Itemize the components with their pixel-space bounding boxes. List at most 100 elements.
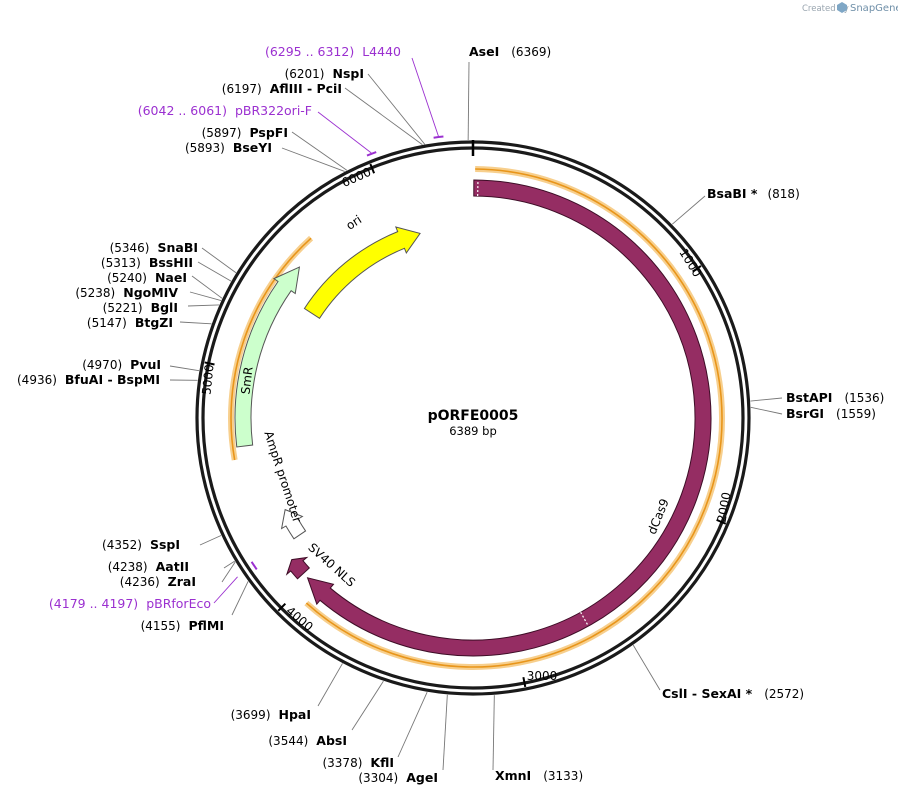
ruler-tick-2 [716,518,727,525]
svg-text:BstAPI(1536)[interactable]: BstAPI (1536) [786,390,884,405]
primer-leader-0 [411,57,439,137]
site-agei: AgeI [406,770,438,785]
feature-arc-sv40-nls [285,556,311,580]
svg-text:(5346)SnaBI[interactable]: (5346)SnaBI [110,240,198,255]
site-leader-7 [397,692,428,758]
site-bstapi: BstAPI [786,390,832,405]
site-aatii: AatII [156,559,189,574]
svg-text:(4238)AatII[interactable]: (4238) AatII [108,559,189,574]
site-bstapi-pos: (1536) [844,391,884,405]
site-leader-0 [467,61,470,141]
ruler-tick-5 [204,361,215,366]
svg-text:(5893)BseYI[interactable]: (5893)BseYI [185,140,272,155]
site-bgli-pos: (5221) [103,301,143,315]
site-pvui-pos: (4970) [82,358,122,372]
primer-leader-2 [213,576,238,604]
svg-text:(6197)AflIII - PciI[interactable]: (6197)AflIII - PciI [222,81,342,96]
site-leader-8 [351,680,384,731]
svg-text:CslI - SexAI *(2572)[interactable]: CslI - SexAI *(2572) [662,686,804,701]
primer-pbr322ori-f: pBR322ori-F [235,103,312,118]
site-zrai: ZraI [168,574,196,589]
feature-label-ori[interactable]: ori [343,213,364,233]
site-leader-12 [223,560,235,569]
site-ngomiv: NgoMIV [123,285,178,300]
site-btgzi-pos: (5147) [87,316,127,330]
site-leader-15 [169,365,200,372]
feature-arc-ampr-promoter [280,508,307,540]
site-leader-5 [492,695,495,771]
svg-text:(3304)AgeI[interactable]: (3304) AgeI [358,770,438,785]
site-pspfi: PspFI [249,125,288,140]
site-aatii-pos: (4238) [108,560,148,574]
ruler-label-5000: 5000 [199,364,216,396]
ruler-tick-4 [277,602,287,612]
svg-text:XmnI(3133)[interactable]: XmnI(3133) [495,768,583,783]
credit-prefix: Created by [802,4,849,14]
site-leader-16 [179,321,212,325]
site-leader-17 [187,304,220,307]
ruler-label-3000: 3000 [527,669,558,683]
site-leader-19 [191,275,223,299]
svg-text:AseI(6369)[interactable]: AseI(6369) [469,44,551,59]
site-bsabi: BsaBI * [707,186,758,201]
feature-label-smr[interactable]: SmR [238,366,255,395]
site-leader-1 [672,195,706,225]
site-pspfi-pos: (5897) [202,126,242,140]
credit-brand: SnapGene [850,3,898,14]
svg-text:(6201)NspI[interactable]: (6201)NspI [285,66,364,81]
site-bsrgi-pos: (1559) [836,407,876,421]
plasmid-name: pORFE0005 [428,408,519,424]
svg-text:(5313)BssHII[interactable]: (5313)BssHII [101,255,193,270]
site-leader-2 [750,397,783,402]
site-bsshii: BssHII [149,255,193,270]
svg-text:(5221)BglI[interactable]: (5221) BglI [103,300,178,315]
ruler-tick-3 [522,676,527,688]
svg-text:(5897)PspFI[interactable]: (5897) PspFI [202,125,288,140]
site-csli-sexai: CslI - SexAI * [662,686,753,701]
svg-text:(4236)ZraI[interactable]: (4236)ZraI [120,574,196,589]
primer-leader-1 [317,111,372,154]
orf-line-smr [230,237,312,461]
svg-text:(4179 .. 4197)pBRforEco[interactable]: (4179 .. 4197)pBRforEco [49,596,211,611]
site-bgli: BglI [151,300,178,315]
svg-text:BsrGI(1559)[interactable]: BsrGI(1559) [786,406,876,421]
svg-text:(6295 .. 6312)L4440[interactable]: (6295 .. 6312)L4440 [265,44,401,59]
site-bsabi-pos: (818) [767,187,799,201]
site-pvui: PvuI [130,357,161,372]
ruler-layer [204,140,727,688]
svg-text:(4352)SspI[interactable]: (4352)SspI [102,537,180,552]
site-leader-21 [201,247,237,274]
feature-label-ampr-promoter[interactable]: AmpR promoter [261,429,304,524]
svg-text:BsaBI *(818)[interactable]: BsaBI * (818) [707,186,800,201]
svg-text:(5238)NgoMIV[interactable]: (5238) NgoMIV [75,285,178,300]
site-leader-layer [169,57,783,771]
site-aseI: AseI [469,44,499,59]
site-leader-23 [291,131,348,171]
site-hpai-pos: (3699) [231,708,271,722]
site-xmni: XmnI [495,768,531,783]
ruler-label-2000: 2000 [715,491,734,524]
svg-text:(4970)PvuI[interactable]: (4970) PvuI [82,357,161,372]
svg-text:(3544)AbsI[interactable]: (3544)AbsI [268,733,347,748]
svg-text:(4155)PflMI[interactable]: (4155)PflMI [141,618,224,633]
site-agei-pos: (3304) [358,771,398,785]
feature-arc-smr [234,266,301,448]
site-leader-20 [197,261,232,282]
plasmid-size: 6389 bp [449,424,497,438]
svg-text:(3378)KflI[interactable]: (3378)KflI [322,755,394,770]
primer-arc-pbrforeco [250,561,258,570]
primer-l4440-range: (6295 .. 6312) [265,44,354,59]
svg-text:(4936)BfuAI - BspMI[interactable]: (4936)BfuAI - BspMI [17,372,160,387]
site-leader-13 [199,535,222,546]
svg-text:(5147)BtgZI[interactable]: (5147)BtgZI [87,315,173,330]
svg-text:(5240)NaeI[interactable]: (5240)NaeI [107,270,187,285]
site-snabi-pos: (5346) [110,241,150,255]
svg-text:(3699)HpaI[interactable]: (3699)HpaI [231,707,311,722]
primer-arc-pbr322ori-f [366,151,377,157]
primer-pbr322ori-f-range: (6042 .. 6061) [138,103,227,118]
svg-text:(6042 .. 6061)pBR322ori-F[interactable]: (6042 .. 6061) pBR322ori-F [138,103,312,118]
primer-pbrforeco-range: (4179 .. 4197) [49,596,138,611]
site-leader-18 [189,291,222,301]
site-ngomiv-pos: (5238) [75,286,115,300]
